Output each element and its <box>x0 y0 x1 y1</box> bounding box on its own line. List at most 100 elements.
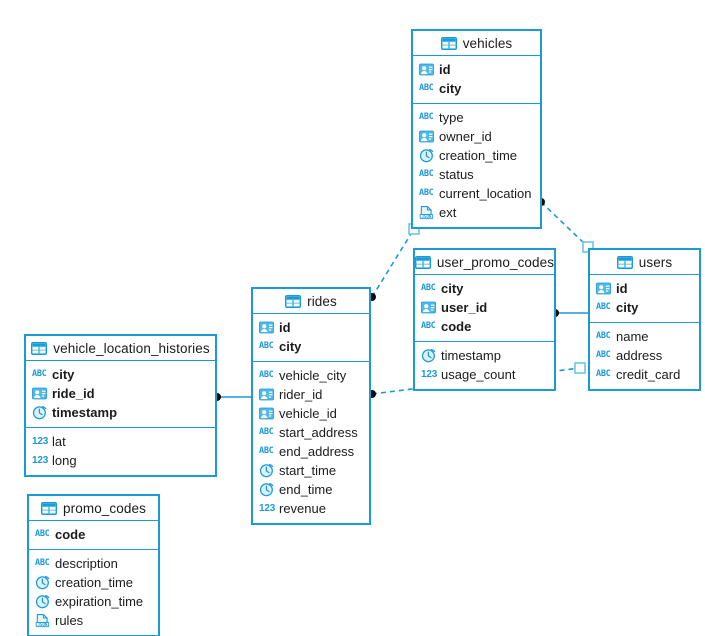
string-type-icon: ABC <box>259 427 274 437</box>
id-badge-icon <box>259 321 274 334</box>
string-type-icon: ABC <box>596 302 611 312</box>
clock-icon <box>35 595 50 609</box>
relationship-one-square-marker <box>574 362 586 374</box>
field-name: rider_id <box>279 387 323 402</box>
entity-table-title: rides <box>307 293 337 309</box>
string-type-icon: ABC <box>35 529 50 539</box>
entity-table-header-promo_codes[interactable]: promo_codes <box>29 496 158 521</box>
table-grid-icon <box>41 501 58 515</box>
string-type-icon: ABC <box>419 112 434 122</box>
field-row-timestamp[interactable]: timestamp <box>26 403 215 422</box>
field-row-code[interactable]: ABC code <box>29 525 158 544</box>
field-row-owner_id[interactable]: owner_id <box>413 127 540 146</box>
clock-icon <box>35 576 50 590</box>
string-type-icon: ABC <box>596 369 611 379</box>
entity-table-header-vehicles[interactable]: vehicles <box>413 31 540 56</box>
entity-table-header-users[interactable]: users <box>590 250 699 275</box>
string-type-icon: ABC <box>259 446 274 456</box>
number-type-icon: 123 <box>421 369 438 380</box>
field-row-ride_id[interactable]: ride_id <box>26 384 215 403</box>
string-type-icon: ABC <box>421 321 436 331</box>
field-row-creation_time[interactable]: creation_time <box>413 146 540 165</box>
number-type-icon: 123 <box>32 455 49 466</box>
field-row-timestamp[interactable]: timestamp <box>415 346 554 365</box>
field-name: user_id <box>441 300 488 315</box>
field-row-expiration_time[interactable]: expiration_time <box>29 592 158 611</box>
field-name: ext <box>439 205 457 220</box>
table-grid-icon <box>616 255 633 269</box>
field-name: end_address <box>279 444 355 459</box>
field-name: vehicle_id <box>279 406 337 421</box>
relationship-rel-vehicles-users[interactable] <box>537 198 594 253</box>
field-name: status <box>439 167 474 182</box>
field-row-creation_time[interactable]: creation_time <box>29 573 158 592</box>
table-grid-icon <box>31 341 48 355</box>
svg-text:JSON: JSON <box>37 622 47 627</box>
field-name: start_time <box>279 463 337 478</box>
field-row-end_address[interactable]: ABC end_address <box>253 442 369 461</box>
relationship-rel-user-promo-codes-users[interactable] <box>551 309 588 317</box>
field-name: end_time <box>279 482 333 497</box>
field-row-rider_id[interactable]: rider_id <box>253 385 369 404</box>
id-badge-icon <box>421 301 436 314</box>
relationship-rel-rides-vehicles[interactable] <box>368 223 420 301</box>
field-name: timestamp <box>441 348 501 363</box>
table-grid-icon <box>285 294 302 308</box>
field-name: id <box>279 320 291 335</box>
field-row-city[interactable]: ABC city <box>26 365 215 384</box>
field-name: city <box>52 367 75 382</box>
field-name: address <box>616 348 663 363</box>
relationship-rel-vehicle-location-histories-rides[interactable] <box>213 393 251 401</box>
field-row-end_time[interactable]: end_time <box>253 480 369 499</box>
clock-icon <box>32 406 47 420</box>
field-row-id[interactable]: id <box>413 60 540 79</box>
field-row-id[interactable]: id <box>590 279 699 298</box>
field-name: revenue <box>279 501 326 516</box>
field-name: owner_id <box>439 129 492 144</box>
entity-table-header-user_promo_codes[interactable]: user_promo_codes <box>414 250 554 275</box>
entity-table-header-vehicle_location_histories[interactable]: vehicle_location_histories <box>26 336 215 361</box>
field-name: name <box>616 329 649 344</box>
string-type-icon: ABC <box>32 369 47 379</box>
field-name: city <box>279 339 302 354</box>
field-row-user_id[interactable]: user_id <box>415 298 554 317</box>
field-row-start_time[interactable]: start_time <box>253 461 369 480</box>
json-document-icon: JSON <box>419 206 434 220</box>
field-name: code <box>55 527 86 542</box>
clock-icon <box>259 464 274 478</box>
field-row-id[interactable]: id <box>253 318 369 337</box>
entity-table-title: vehicles <box>462 35 513 51</box>
field-row-vehicle_id[interactable]: vehicle_id <box>253 404 369 423</box>
field-name: vehicle_city <box>279 368 347 383</box>
field-name: lat <box>52 434 66 449</box>
string-type-icon: ABC <box>419 83 434 93</box>
entity-table-header-rides[interactable]: rides <box>253 289 369 314</box>
field-row-ext[interactable]: JSON ext <box>413 203 540 222</box>
